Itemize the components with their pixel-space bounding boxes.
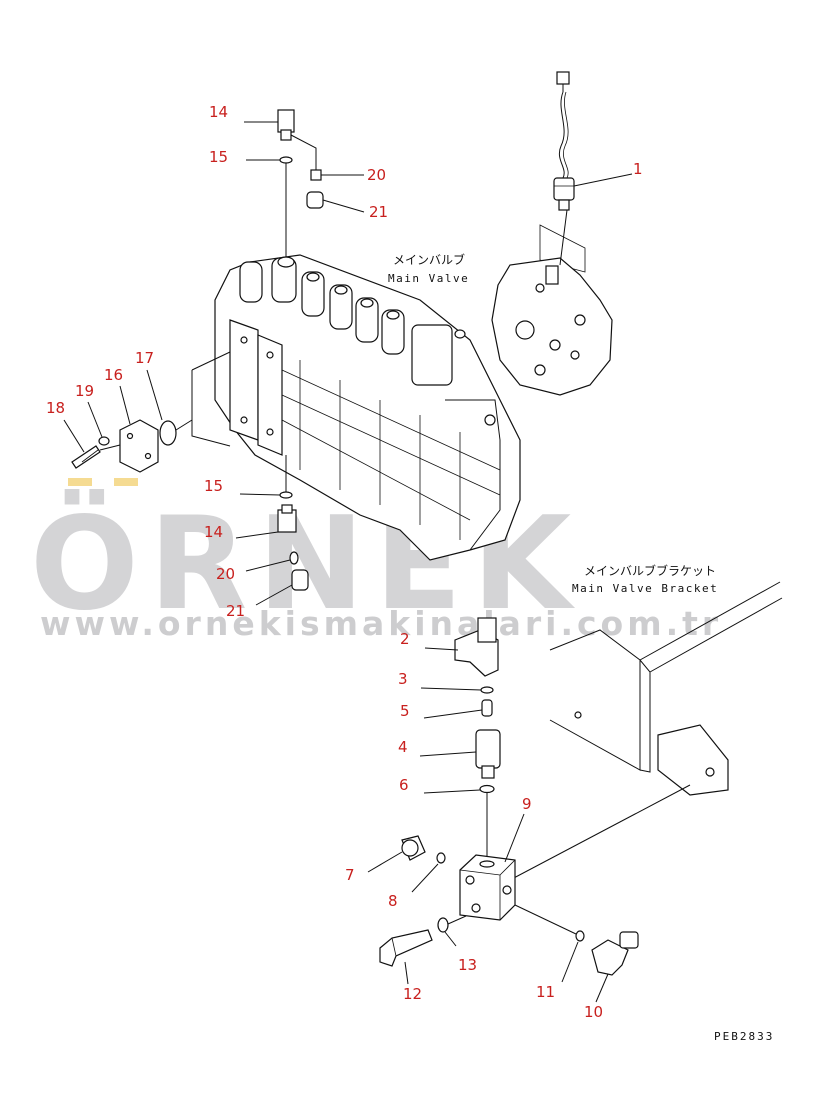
callout-20-bottom: 20: [216, 565, 235, 583]
valve-bracket: [509, 581, 783, 881]
bracket-label-jp: メインバルブブラケット: [584, 563, 716, 578]
drawing-code: PEB2833: [714, 1030, 774, 1043]
callout-11: 11: [536, 983, 555, 1001]
main-valve-label-jp: メインバルブ: [393, 252, 465, 267]
callout-20-top: 20: [367, 166, 386, 184]
valve-end-block: [491, 209, 613, 396]
callout-15-bottom: 15: [204, 477, 223, 495]
callout-5: 5: [400, 702, 410, 720]
main-valve-label-en: Main Valve: [388, 272, 469, 285]
watermark-url: www.ornekismakinalari.com.tr: [40, 604, 722, 643]
callout-10: 10: [584, 1003, 603, 1021]
callout-19: 19: [75, 382, 94, 400]
elbow-10-oring-11: [514, 904, 639, 1003]
bolt-12-washer-13: [379, 915, 467, 985]
callout-21-top: 21: [369, 203, 388, 221]
callout-3: 3: [398, 670, 408, 688]
fitting-group-bottom: [235, 491, 309, 606]
fitting-group-top: [244, 109, 365, 258]
callout-4: 4: [398, 738, 408, 756]
callout-14-bottom: 14: [204, 523, 223, 541]
callout-2: 2: [400, 630, 410, 648]
callout-13: 13: [458, 956, 477, 974]
callout-14-top: 14: [209, 103, 228, 121]
plug-7-and-oring-8: [367, 835, 446, 893]
callout-16: 16: [104, 366, 123, 384]
callout-6: 6: [399, 776, 409, 794]
bracket-fittings: [419, 617, 501, 858]
manifold-block: [459, 813, 525, 921]
bracket-label-en: Main Valve Bracket: [572, 582, 718, 595]
callout-8: 8: [388, 892, 398, 910]
callout-17: 17: [135, 349, 154, 367]
pressure-sensor-1: [553, 71, 633, 211]
callout-18: 18: [46, 399, 65, 417]
callouts: 1 2 3 4 5 6 7 8 9 10 11 12 13 14 15 20 2…: [46, 103, 643, 1021]
callout-7: 7: [345, 866, 355, 884]
cover-plate-group: [71, 419, 193, 473]
leader-lines-left: [63, 369, 163, 453]
main-valve: [191, 254, 521, 561]
callout-12: 12: [403, 985, 422, 1003]
callout-15-top: 15: [209, 148, 228, 166]
callout-9: 9: [522, 795, 532, 813]
callout-21-bottom: 21: [226, 602, 245, 620]
callout-1: 1: [633, 160, 643, 178]
watermark: ÖRNEK www.ornekismakinalari.com.tr: [30, 478, 722, 643]
